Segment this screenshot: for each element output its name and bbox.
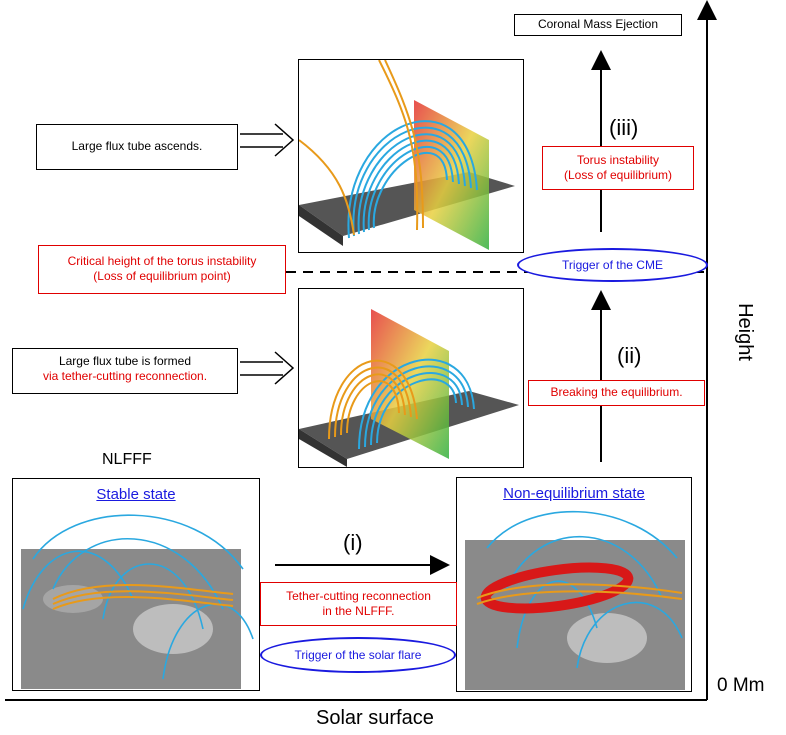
trigger-flare-oval: Trigger of the solar flare xyxy=(260,637,456,673)
height-axis-label: Height xyxy=(734,303,756,361)
tether-line1: Tether-cutting reconnection xyxy=(286,589,431,603)
critical-line2: (Loss of equilibrium point) xyxy=(93,269,231,283)
non-equilibrium-image xyxy=(465,510,685,690)
non-equilibrium-panel xyxy=(456,477,692,692)
nlfff-label: NLFFF xyxy=(102,451,152,468)
step-ii-label: (ii) xyxy=(617,343,642,368)
double-arrow-middle xyxy=(240,351,295,385)
formed-flux-tube-image xyxy=(299,309,519,467)
torus-instability-box: Torus instability (Loss of equilibrium) xyxy=(542,146,694,190)
step-i-label: (i) xyxy=(343,530,363,555)
cme-label: Coronal Mass Ejection xyxy=(514,14,682,36)
zero-mm-label: 0 Mm xyxy=(717,675,765,696)
tether-cutting-box: Tether-cutting reconnection in the NLFFF… xyxy=(260,582,457,626)
breaking-equilibrium-box: Breaking the equilibrium. xyxy=(528,380,705,406)
stable-state-image xyxy=(21,514,254,689)
torus-line1: Torus instability xyxy=(576,153,660,167)
ascending-flux-tube-panel xyxy=(298,59,524,253)
torus-line2: (Loss of equilibrium) xyxy=(563,168,673,182)
formed-flux-tube-panel xyxy=(298,288,524,468)
stable-state-label: Stable state xyxy=(96,486,176,503)
stable-state-panel xyxy=(12,478,260,691)
double-arrow-upper xyxy=(240,123,295,157)
critical-height-box: Critical height of the torus instability… xyxy=(38,245,286,294)
solar-surface-label: Solar surface xyxy=(316,707,434,729)
critical-line1: Critical height of the torus instability xyxy=(67,254,257,268)
non-equilibrium-label: Non-equilibrium state xyxy=(503,485,645,502)
ascending-flux-tube-image xyxy=(299,60,515,250)
formed-box: Large flux tube is formed via tether-cut… xyxy=(12,348,238,394)
step-iii-label: (iii) xyxy=(609,115,639,140)
tether-line2: in the NLFFF. xyxy=(322,604,395,618)
trigger-cme-oval: Trigger of the CME xyxy=(517,248,708,282)
ascends-box: Large flux tube ascends. xyxy=(36,124,238,170)
formed-line1: Large flux tube is formed xyxy=(58,354,192,368)
formed-line2: via tether-cutting reconnection. xyxy=(42,369,208,383)
